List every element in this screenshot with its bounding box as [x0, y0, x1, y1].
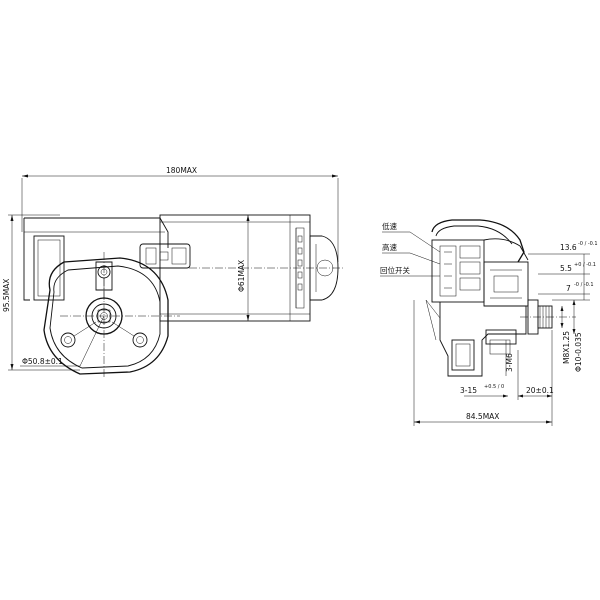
dimension-side-depth: 84.5MAX [413, 300, 553, 426]
dimension-hole-depth: 3-15 +0.5 / 0 [460, 384, 508, 398]
wire-label-park-switch: 回位开关 [380, 265, 410, 275]
wire-label-low: 低速 [382, 221, 397, 231]
wire-labels: 低速 高速 回位开关 [380, 221, 441, 277]
motor-diameter-label: Φ61MAX [237, 260, 246, 292]
side-view: 84.5MAX 20±0.1 3-15 +0.5 / 0 3-M6 [380, 219, 598, 426]
front-view: 180MAX 95.5MAX [2, 166, 345, 378]
hole-depth-label: 3-15 [460, 386, 477, 395]
dim-136-label: 13.6 [560, 243, 577, 252]
hole-depth-tol: +0.5 / 0 [484, 384, 504, 390]
dim-136-tol: -0 / -0.1 [578, 241, 598, 247]
dimension-shaft: Φ10-0.035 [572, 300, 583, 372]
dim-7-tol: -0 / -0.1 [574, 282, 594, 288]
dim-55-label: 5.5 [560, 264, 572, 273]
dimension-holes: 3-M6 [505, 340, 514, 376]
dimension-136: 13.6 -0 / -0.1 [528, 241, 598, 300]
offset-20-label: 20±0.1 [526, 386, 554, 395]
wire-label-high: 高速 [382, 242, 397, 252]
dimension-55: 5.5 +0 / -0.1 [538, 262, 596, 275]
dimension-thread: M8X1.25 [560, 306, 571, 364]
thread-label: M8X1.25 [562, 331, 571, 364]
dim-7-label: 7 [566, 284, 571, 293]
dimension-offset-20: 20±0.1 [517, 350, 554, 400]
side-depth-label: 84.5MAX [466, 412, 499, 421]
dim-55-tol: +0 / -0.1 [574, 262, 596, 268]
dimension-gear-diameter: Φ50.8±0.1 [20, 315, 105, 367]
dimension-overall-height: 95.5MAX [2, 214, 80, 371]
dimension-7: 7 -0 / -0.1 [538, 282, 594, 301]
dimension-overall-length: 180MAX [21, 166, 339, 262]
holes-label: 3-M6 [505, 353, 514, 372]
shaft-label: Φ10-0.035 [574, 332, 583, 372]
overall-length-label: 180MAX [166, 166, 197, 175]
gear-diameter-label: Φ50.8±0.1 [22, 357, 63, 366]
overall-height-label: 95.5MAX [2, 279, 11, 312]
